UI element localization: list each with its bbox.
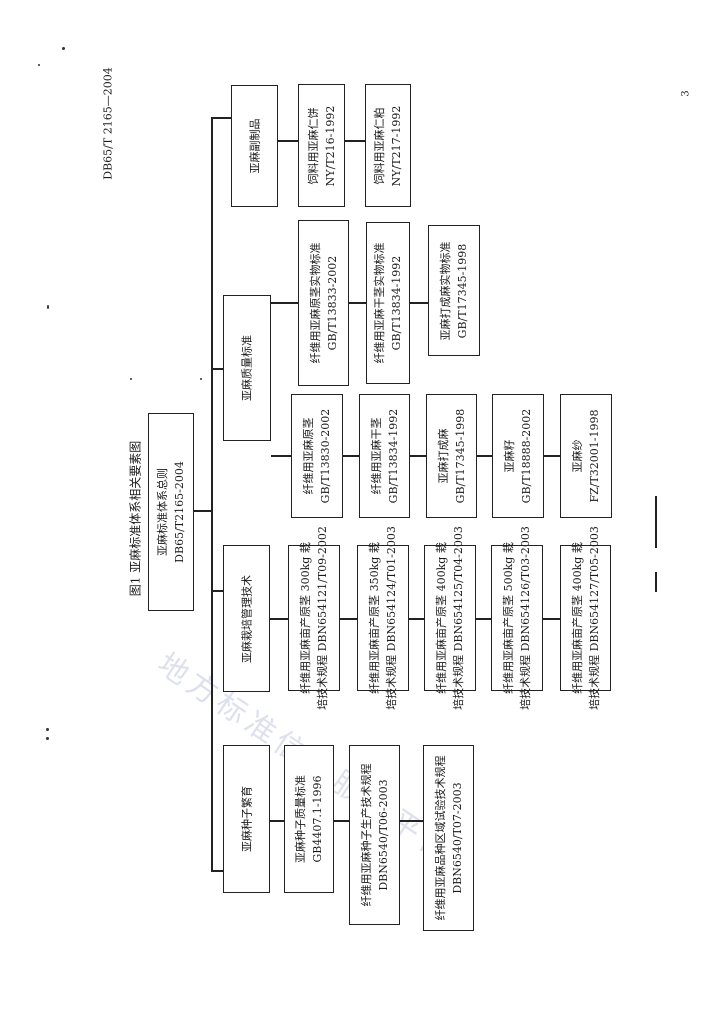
connector [476, 618, 491, 620]
cultivation-item-box: 纤维用亚麻亩产原茎 400kg 栽培技术规程 DBN654125/T04-200… [424, 526, 476, 710]
connector [211, 117, 231, 119]
connector [345, 140, 365, 142]
connector [477, 455, 492, 457]
connector [278, 140, 298, 142]
category-quality-box: 亚麻质量标准 [223, 295, 271, 441]
cultivation-item-box: 纤维用亚麻亩产原茎 300kg 栽培技术规程 DBN654121/T09-200… [288, 526, 340, 710]
scan-speck [200, 378, 202, 380]
connector [333, 820, 349, 822]
cultivation-item-box: 纤维用亚麻亩产原茎 350kg 栽培技术规程 DBN654124/T01-200… [357, 526, 409, 710]
connector [270, 618, 288, 620]
connector [211, 117, 213, 871]
connector [211, 870, 223, 872]
scan-speck [46, 737, 49, 740]
category-cultivation-box: 亚麻栽培管理技术 [223, 545, 270, 692]
connector [400, 820, 423, 822]
scan-speck [38, 64, 40, 66]
rule-line [655, 572, 657, 592]
page-number: 3 [680, 90, 692, 97]
figure-title: 图1 亚麻标准体系相关要素图 [128, 440, 143, 597]
connector [543, 618, 560, 620]
scan-speck [47, 305, 49, 309]
rule-line [655, 496, 657, 548]
connector [194, 510, 212, 512]
category-seed-box: 亚麻种子繁育 [223, 745, 270, 893]
cultivation-item-box: 纤维用亚麻亩产原茎 400kg 栽培技术规程 DBN654127/T05-200… [560, 526, 611, 710]
connector [340, 618, 357, 620]
connector [343, 455, 359, 457]
document-code: DB65/T 2165—2004 [101, 67, 115, 180]
cultivation-item-box: 纤维用亚麻亩产原茎 500kg 栽培技术规程 DBN654126/T03-200… [491, 526, 543, 710]
connector [410, 455, 426, 457]
connector [270, 820, 284, 822]
connector [409, 618, 424, 620]
connector [349, 302, 366, 304]
scan-speck [130, 378, 132, 380]
connector [544, 455, 560, 457]
connector [211, 590, 223, 592]
category-byproduct-box: 亚麻副制品 [231, 85, 278, 207]
connector [271, 302, 298, 304]
connector [410, 302, 428, 304]
scan-speck [62, 47, 65, 50]
scan-speck [46, 728, 49, 731]
connector [271, 455, 291, 457]
connector [211, 368, 223, 370]
